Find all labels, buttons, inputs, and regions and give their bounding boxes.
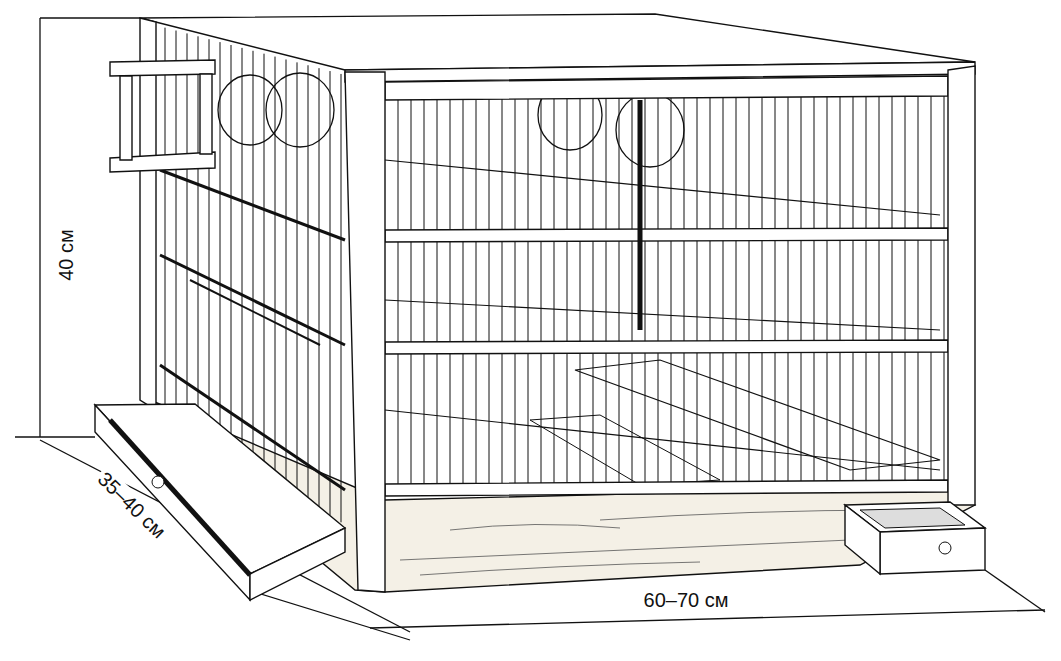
front-bar [658, 95, 659, 490]
side-rail [190, 280, 320, 345]
tray-knob [152, 476, 164, 488]
front-bar [567, 95, 568, 490]
drawer-knob [939, 542, 951, 554]
front-bar [840, 95, 841, 490]
front-rail [385, 480, 948, 496]
perch [120, 76, 132, 160]
side-bar [308, 65, 309, 500]
front-post [345, 72, 385, 592]
wood-grain [400, 540, 850, 560]
dimension-lines [15, 18, 1045, 640]
side-bar [319, 68, 320, 507]
front-bar [398, 95, 399, 490]
front-bar [502, 95, 503, 490]
side-bar [220, 42, 221, 441]
front-bar [606, 95, 607, 490]
front-bar [515, 95, 516, 490]
front-bar [931, 95, 932, 490]
side-rail [160, 255, 345, 345]
front-bar [528, 95, 529, 490]
front-bar [645, 95, 646, 490]
side-bar [264, 54, 265, 471]
front-bar [723, 95, 724, 490]
side-bar [253, 51, 254, 464]
front-bar [593, 95, 594, 490]
dimension-label: 40 см [55, 226, 77, 284]
front-bar [463, 95, 464, 490]
side-bar [242, 48, 243, 456]
front-bar [437, 95, 438, 490]
dimension-label: 60–70 см [641, 589, 732, 611]
inner-shelf [385, 410, 940, 470]
inner-shelf [385, 160, 940, 215]
side-bar [297, 62, 298, 493]
inner-grid [530, 415, 720, 485]
front-bar [554, 95, 555, 490]
front-bar [541, 95, 542, 490]
perch [200, 74, 212, 154]
front-bar [736, 95, 737, 490]
front-bar [918, 95, 919, 490]
front-bar [476, 95, 477, 490]
front-bar [879, 95, 880, 490]
front-bar [697, 95, 698, 490]
front-bar [632, 95, 633, 490]
front-bar [892, 95, 893, 490]
front-bar [671, 95, 672, 490]
front-bar [580, 95, 581, 490]
front-bar [749, 95, 750, 490]
side-bar [341, 74, 342, 522]
front-bar [710, 95, 711, 490]
feeder-ring [616, 93, 684, 167]
drawer-inner [860, 508, 965, 528]
side-bar [176, 31, 177, 413]
roof [140, 14, 975, 70]
feeder-ring [218, 75, 282, 145]
inner-feeder-tray [575, 360, 940, 470]
side-rail [160, 170, 345, 240]
front-rail [385, 228, 948, 242]
cage-parts [95, 14, 985, 600]
front-bar [827, 95, 828, 490]
side-bar [198, 36, 199, 426]
wood-grain [450, 524, 620, 530]
front-bar [788, 95, 789, 490]
front-bar [424, 95, 425, 490]
front-bar [489, 95, 490, 490]
front-top-rail [385, 76, 948, 100]
front-bar [684, 95, 685, 490]
inner-shelf [385, 300, 940, 330]
side-bar [275, 57, 276, 479]
front-bar [450, 95, 451, 490]
front-rail [385, 340, 948, 354]
side-bar [231, 45, 232, 449]
front-bar [814, 95, 815, 490]
front-post [948, 66, 975, 505]
front-bar [853, 95, 854, 490]
front-bar [762, 95, 763, 490]
divider-post [638, 100, 643, 330]
side-bar [165, 28, 166, 405]
wood-grain [420, 562, 700, 575]
front-bar [905, 95, 906, 490]
tray-side [250, 528, 345, 600]
front-bar [866, 95, 867, 490]
back-post [140, 18, 156, 410]
front-bar [619, 95, 620, 490]
feeder-ring [266, 73, 334, 147]
drawer-front [880, 528, 985, 574]
front-bar [801, 95, 802, 490]
perch [110, 60, 215, 76]
side-bar [330, 71, 331, 515]
side-bar [187, 33, 188, 419]
side-bar [286, 59, 287, 485]
front-bar [775, 95, 776, 490]
front-bar [411, 95, 412, 490]
front-bar [944, 95, 945, 490]
